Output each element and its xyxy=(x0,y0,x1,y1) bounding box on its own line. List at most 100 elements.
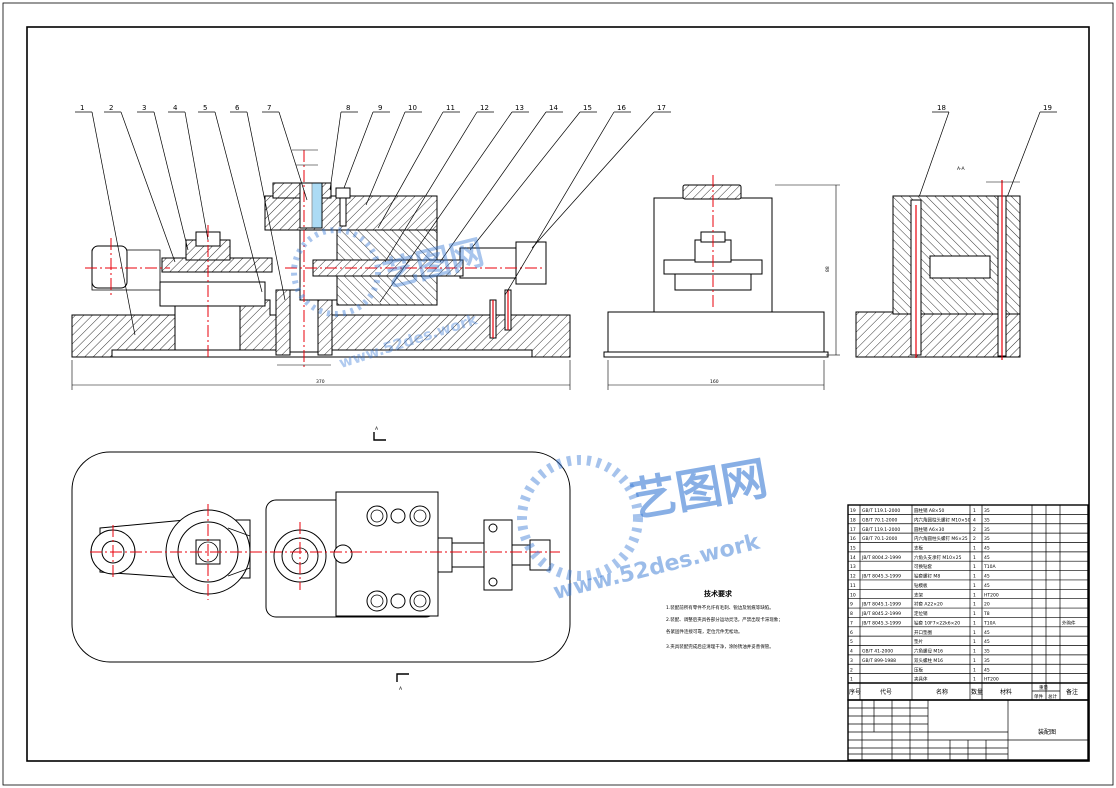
section-marker-top: A xyxy=(375,426,379,432)
bom-cell-name: 内六角圆柱头螺钉 M6×25 xyxy=(914,535,968,542)
bom-cell-qty: 1 xyxy=(973,620,976,626)
bom-cell-code: JB/T 8045.3-1999 xyxy=(861,620,901,626)
callout-19: 19 xyxy=(1043,104,1052,112)
bom-cell-qty: 1 xyxy=(973,677,976,683)
technical-notes: 技术要求 1.装配前所有零件不允许有毛刺、锐边及划痕等缺陷。 2.装配、调整后夹… xyxy=(666,589,783,650)
bom-cell-mat: 45 xyxy=(984,667,990,673)
bom-cell-code: GB/T 70.1-2000 xyxy=(862,517,898,523)
bom-cell-name: 六角螺母 M16 xyxy=(914,648,943,655)
bom-cell-mat: 35 xyxy=(984,658,990,664)
bom-cell-qty: 1 xyxy=(973,602,976,608)
bom-cell-qty: 1 xyxy=(973,555,976,561)
bom-header-remark: 备注 xyxy=(1066,688,1078,696)
callout-6: 6 xyxy=(235,104,240,112)
bom-cell-mat: T10A xyxy=(983,620,996,626)
bom-cell-mat: 35 xyxy=(984,536,990,542)
callout-17: 17 xyxy=(657,104,666,112)
bom-cell-remark: 外购件 xyxy=(1062,619,1076,626)
bom-cell-no: 17 xyxy=(850,527,856,533)
bom-cell-code: GB/T 119.1-2000 xyxy=(862,527,900,533)
callout-4: 4 xyxy=(173,104,178,112)
inner-frame xyxy=(26,26,1090,762)
front-view: 370 xyxy=(71,149,571,390)
bom-cell-qty: 2 xyxy=(973,536,976,542)
callout-3: 3 xyxy=(142,104,146,112)
bom-cell-mat: 20 xyxy=(984,602,990,608)
bom-cell-name: 六角头支承钉 M10×25 xyxy=(914,554,962,561)
bom-cell-name: 可换钻套 xyxy=(914,563,932,570)
bom-cell-no: 11 xyxy=(850,583,856,589)
bom-cell-no: 18 xyxy=(850,517,856,523)
bom-cell-name: 双头螺柱 M16 xyxy=(914,657,943,664)
bom-cell-no: 7 xyxy=(850,620,853,626)
bom-cell-no: 6 xyxy=(850,630,853,636)
bom-cell-qty: 1 xyxy=(973,611,976,617)
bom-cell-code: JB/T 8045.1-1999 xyxy=(861,602,901,608)
drawing-name: 装配图 xyxy=(1038,728,1056,736)
bom-cell-mat: 45 xyxy=(984,639,990,645)
bom-cell-no: 13 xyxy=(850,564,856,570)
bom-cell-qty: 1 xyxy=(973,583,976,589)
bom-cell-no: 14 xyxy=(850,555,856,561)
bom-cell-name: 圆柱销 A6×30 xyxy=(914,526,945,533)
bom-cell-qty: 1 xyxy=(973,574,976,580)
bom-cell-name: 定位销 xyxy=(914,610,928,617)
bom-cell-code: GB/T 899-1988 xyxy=(862,658,896,664)
section-marker-bottom: A xyxy=(399,686,403,692)
bom-cell-no: 8 xyxy=(850,611,853,617)
section-markers: A A xyxy=(373,426,409,692)
callout-9: 9 xyxy=(378,104,382,112)
bom-cell-no: 5 xyxy=(850,639,853,645)
bom-cell-mat: HT200 xyxy=(984,677,999,683)
bom-cell-mat: 45 xyxy=(984,555,990,561)
callout-11: 11 xyxy=(446,104,455,112)
bom-cell-name: 圆柱销 A8×50 xyxy=(914,507,945,514)
bom-cell-qty: 2 xyxy=(973,527,976,533)
bom-cell-qty: 4 xyxy=(973,517,976,523)
bom-header-material: 材料 xyxy=(1000,688,1012,696)
callout-16: 16 xyxy=(617,104,626,112)
bom-header-no: 序号 xyxy=(849,688,861,696)
callout-15: 15 xyxy=(583,104,592,112)
callout-1: 1 xyxy=(80,104,84,112)
bom-cell-no: 16 xyxy=(850,536,856,542)
title-block: 装配图 xyxy=(847,699,1089,761)
bom-cell-name: 钻模板 xyxy=(914,582,928,589)
bom-cell-mat: 35 xyxy=(984,527,990,533)
bom-cell-name: 内六角圆柱头螺钉 M10×50 xyxy=(914,516,971,523)
bom-header-unit: 单件 xyxy=(1034,693,1043,700)
callout-7: 7 xyxy=(267,104,271,112)
notes-line-2: 2.装配、调整后夹具各部分运动灵活，严禁出现卡滞现象； xyxy=(666,616,783,623)
bom-header-name: 名称 xyxy=(936,688,948,696)
bom-cell-name: 夹具体 xyxy=(914,676,928,683)
callout-12: 12 xyxy=(480,104,489,112)
callout-18: 18 xyxy=(937,104,946,112)
bom-cell-name: 支板 xyxy=(914,545,923,552)
callout-14: 14 xyxy=(549,104,558,112)
side-view: 160 88 xyxy=(603,175,840,390)
top-view xyxy=(71,451,571,663)
part-callouts: 1 2 3 4 5 6 7 8 9 10 11 12 xyxy=(75,104,1057,336)
bom-header-weight: 重量 xyxy=(1039,684,1048,691)
bom-cell-no: 4 xyxy=(850,649,853,655)
bom-cell-name: 垫片 xyxy=(914,638,923,645)
bom-cell-mat: HT200 xyxy=(984,592,999,598)
bom-cell-mat: 45 xyxy=(984,583,990,589)
bom-cell-no: 12 xyxy=(850,574,856,580)
notes-line-4: 3.夹具装配完成后应清理干净，涂防锈油并妥善保管。 xyxy=(666,643,774,650)
bom-cell-code: GB/T 119.1-2000 xyxy=(862,508,900,514)
bom-header-qty: 数量 xyxy=(971,688,983,696)
section-aa-view: A-A xyxy=(855,166,1021,360)
bom-cell-name: 钻套螺钉 M8 xyxy=(914,573,940,580)
bom-cell-name: 钻套 10F7×22k6×20 xyxy=(914,619,960,626)
bom-header-code: 代号 xyxy=(880,688,892,696)
bom-cell-qty: 1 xyxy=(973,508,976,514)
bom-cell-no: 15 xyxy=(850,546,856,552)
bom-cell-name: 开口垫圈 xyxy=(914,629,932,636)
bom-cell-name: 压板 xyxy=(914,666,923,673)
dim-front-width: 370 xyxy=(316,379,325,385)
bom-cell-code: JB/T 8045.2-1999 xyxy=(861,611,901,617)
